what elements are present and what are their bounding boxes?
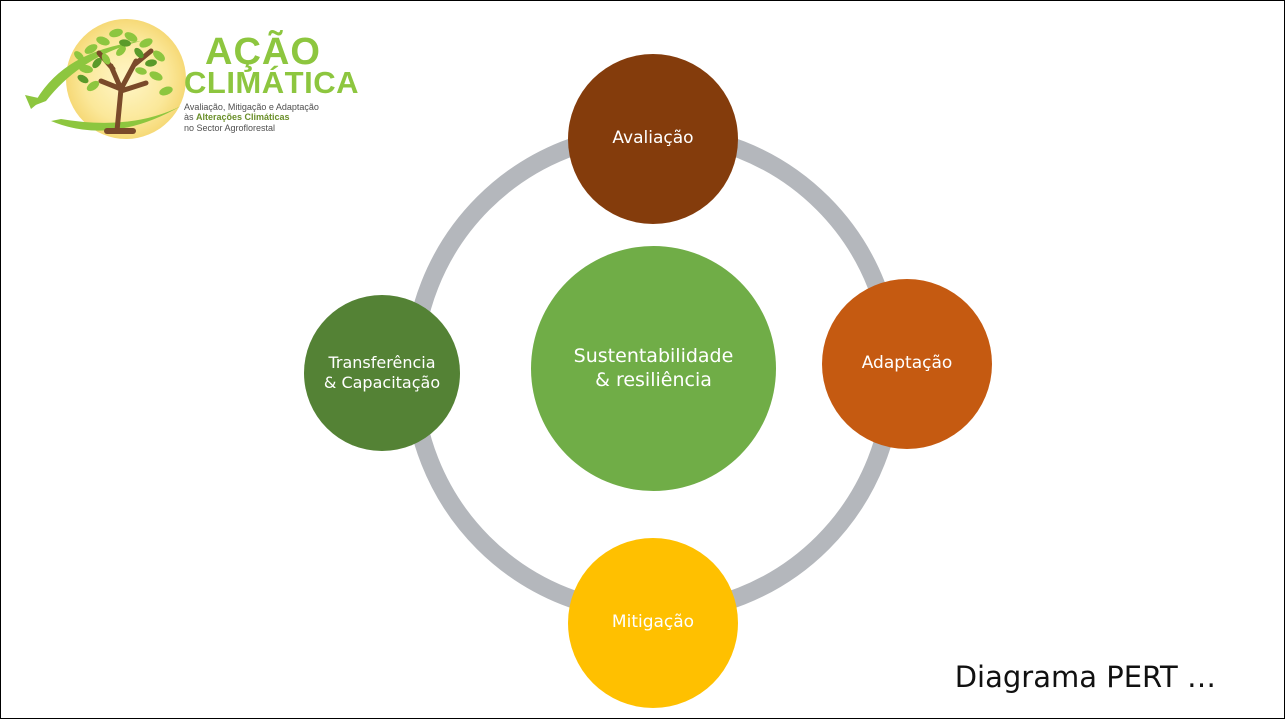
node-transferencia-label: Transferência & Capacitação: [323, 353, 441, 392]
logo-title-line2: CLIMÁTICA: [184, 65, 359, 100]
node-adaptacao-label: Adaptação: [861, 353, 953, 374]
node-center-label: Sustentabilidade & resiliência: [573, 344, 734, 391]
logo-subtitle-line2: às Alterações Climáticas: [184, 112, 319, 122]
logo-subtitle-prefix: às: [184, 112, 197, 123]
node-mitigacao: Mitigação: [568, 538, 738, 708]
logo-subtitle-line1: Avaliação, Mitigação e Adaptação: [184, 102, 319, 112]
node-transferencia-capacitacao: Transferência & Capacitação: [304, 295, 460, 451]
node-avaliacao-label: Avaliação: [612, 128, 694, 149]
logo-title-line1: AÇÃO: [205, 31, 321, 73]
node-mitigacao-label: Mitigação: [611, 612, 695, 633]
logo-subtitle-bold: Alterações Climáticas: [196, 112, 290, 123]
logo-subtitle-line3: no Sector Agroflorestal: [184, 122, 276, 133]
acao-climatica-logo: AÇÃO CLIMÁTICA Avaliação, Mitigação e Ad…: [21, 11, 381, 141]
node-adaptacao: Adaptação: [822, 279, 992, 449]
node-avaliacao: Avaliação: [568, 54, 738, 224]
caption-diagrama-pert: Diagrama PERT …: [954, 660, 1216, 694]
tree-logo-icon: [25, 19, 186, 139]
logo-subtitle: Avaliação, Mitigação e Adaptação às Alte…: [184, 102, 319, 133]
node-sustentabilidade-resiliencia: Sustentabilidade & resiliência: [531, 246, 776, 491]
